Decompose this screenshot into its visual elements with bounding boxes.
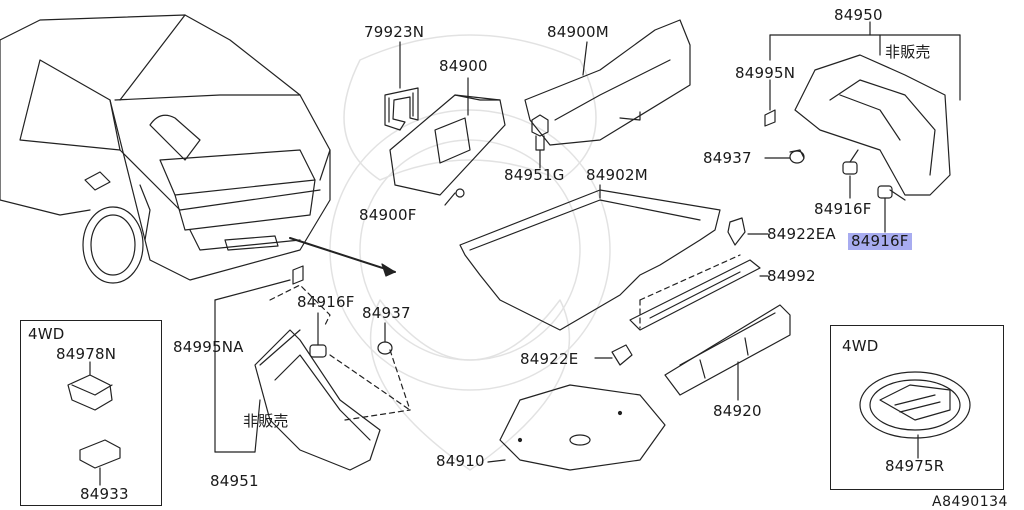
diagram-reference-code: A8490134 [932,494,1008,510]
inset-box-4wd-right [830,325,1004,490]
label-84933: 84933 [80,485,129,503]
car-body-illustration [0,14,331,284]
watermark [329,34,611,471]
label-84951: 84951 [210,472,259,490]
label-84916F-right: 84916F [814,200,872,218]
part-84995NA-bracket [292,265,304,285]
label-84916F-left: 84916F [297,293,355,311]
part-84937-grommet-left [377,341,393,355]
label-84900: 84900 [439,57,488,75]
label-84900M: 84900M [547,23,609,41]
part-84992-sill-plate [629,259,761,331]
part-84950-side-finisher [794,54,951,196]
part-84922E-fastener [611,344,633,366]
part-84951-side-finisher [254,329,381,471]
label-84978N: 84978N [56,345,117,363]
part-84975R-spare-holder [859,371,971,439]
label-84922EA: 84922EA [767,225,836,243]
label-84922E: 84922E [520,350,579,368]
part-84916F-bolt-right [842,149,859,175]
inset-title-4wd-left: 4WD [28,325,65,343]
part-84910-floor-board [499,384,666,471]
leader-84951 [214,279,291,453]
part-84933-pad [79,439,121,469]
inset-box-4wd-left [20,320,162,506]
inset-title-4wd-right: 4WD [842,337,879,355]
label-79923N: 79923N [364,23,425,41]
leader-84950 [769,21,961,101]
part-84922EA-fastener [727,217,746,246]
part-84916F-bolt-left [309,344,327,358]
pointer-arrow [289,237,396,277]
label-84900F: 84900F [359,206,417,224]
label-84910: 84910 [436,452,485,470]
label-84916F-highlighted[interactable]: 84916F [848,233,912,250]
label-84995NA: 84995NA [173,338,244,356]
part-84995N-bracket [764,109,776,127]
label-not-sold-top: 非販売 [885,43,931,61]
part-84920-rear-finisher [664,304,791,396]
label-84992: 84992 [767,267,816,285]
label-84937-right: 84937 [703,149,752,167]
part-84900M-trunk-lid-trim [524,19,691,146]
assembly-guides-left [269,284,411,421]
label-84937-left: 84937 [362,304,411,322]
label-84951G: 84951G [504,166,565,184]
part-84900-side-trim [389,94,506,206]
label-not-sold-left: 非販売 [243,412,289,430]
label-84995N: 84995N [735,64,796,82]
label-84950: 84950 [834,6,883,24]
part-84902M-floor-mat [459,189,721,331]
part-84937-grommet-right [789,149,805,164]
label-84975R: 84975R [885,457,945,475]
part-79923N-seal [384,87,419,131]
label-84920: 84920 [713,402,762,420]
label-84902M: 84902M [586,166,648,184]
